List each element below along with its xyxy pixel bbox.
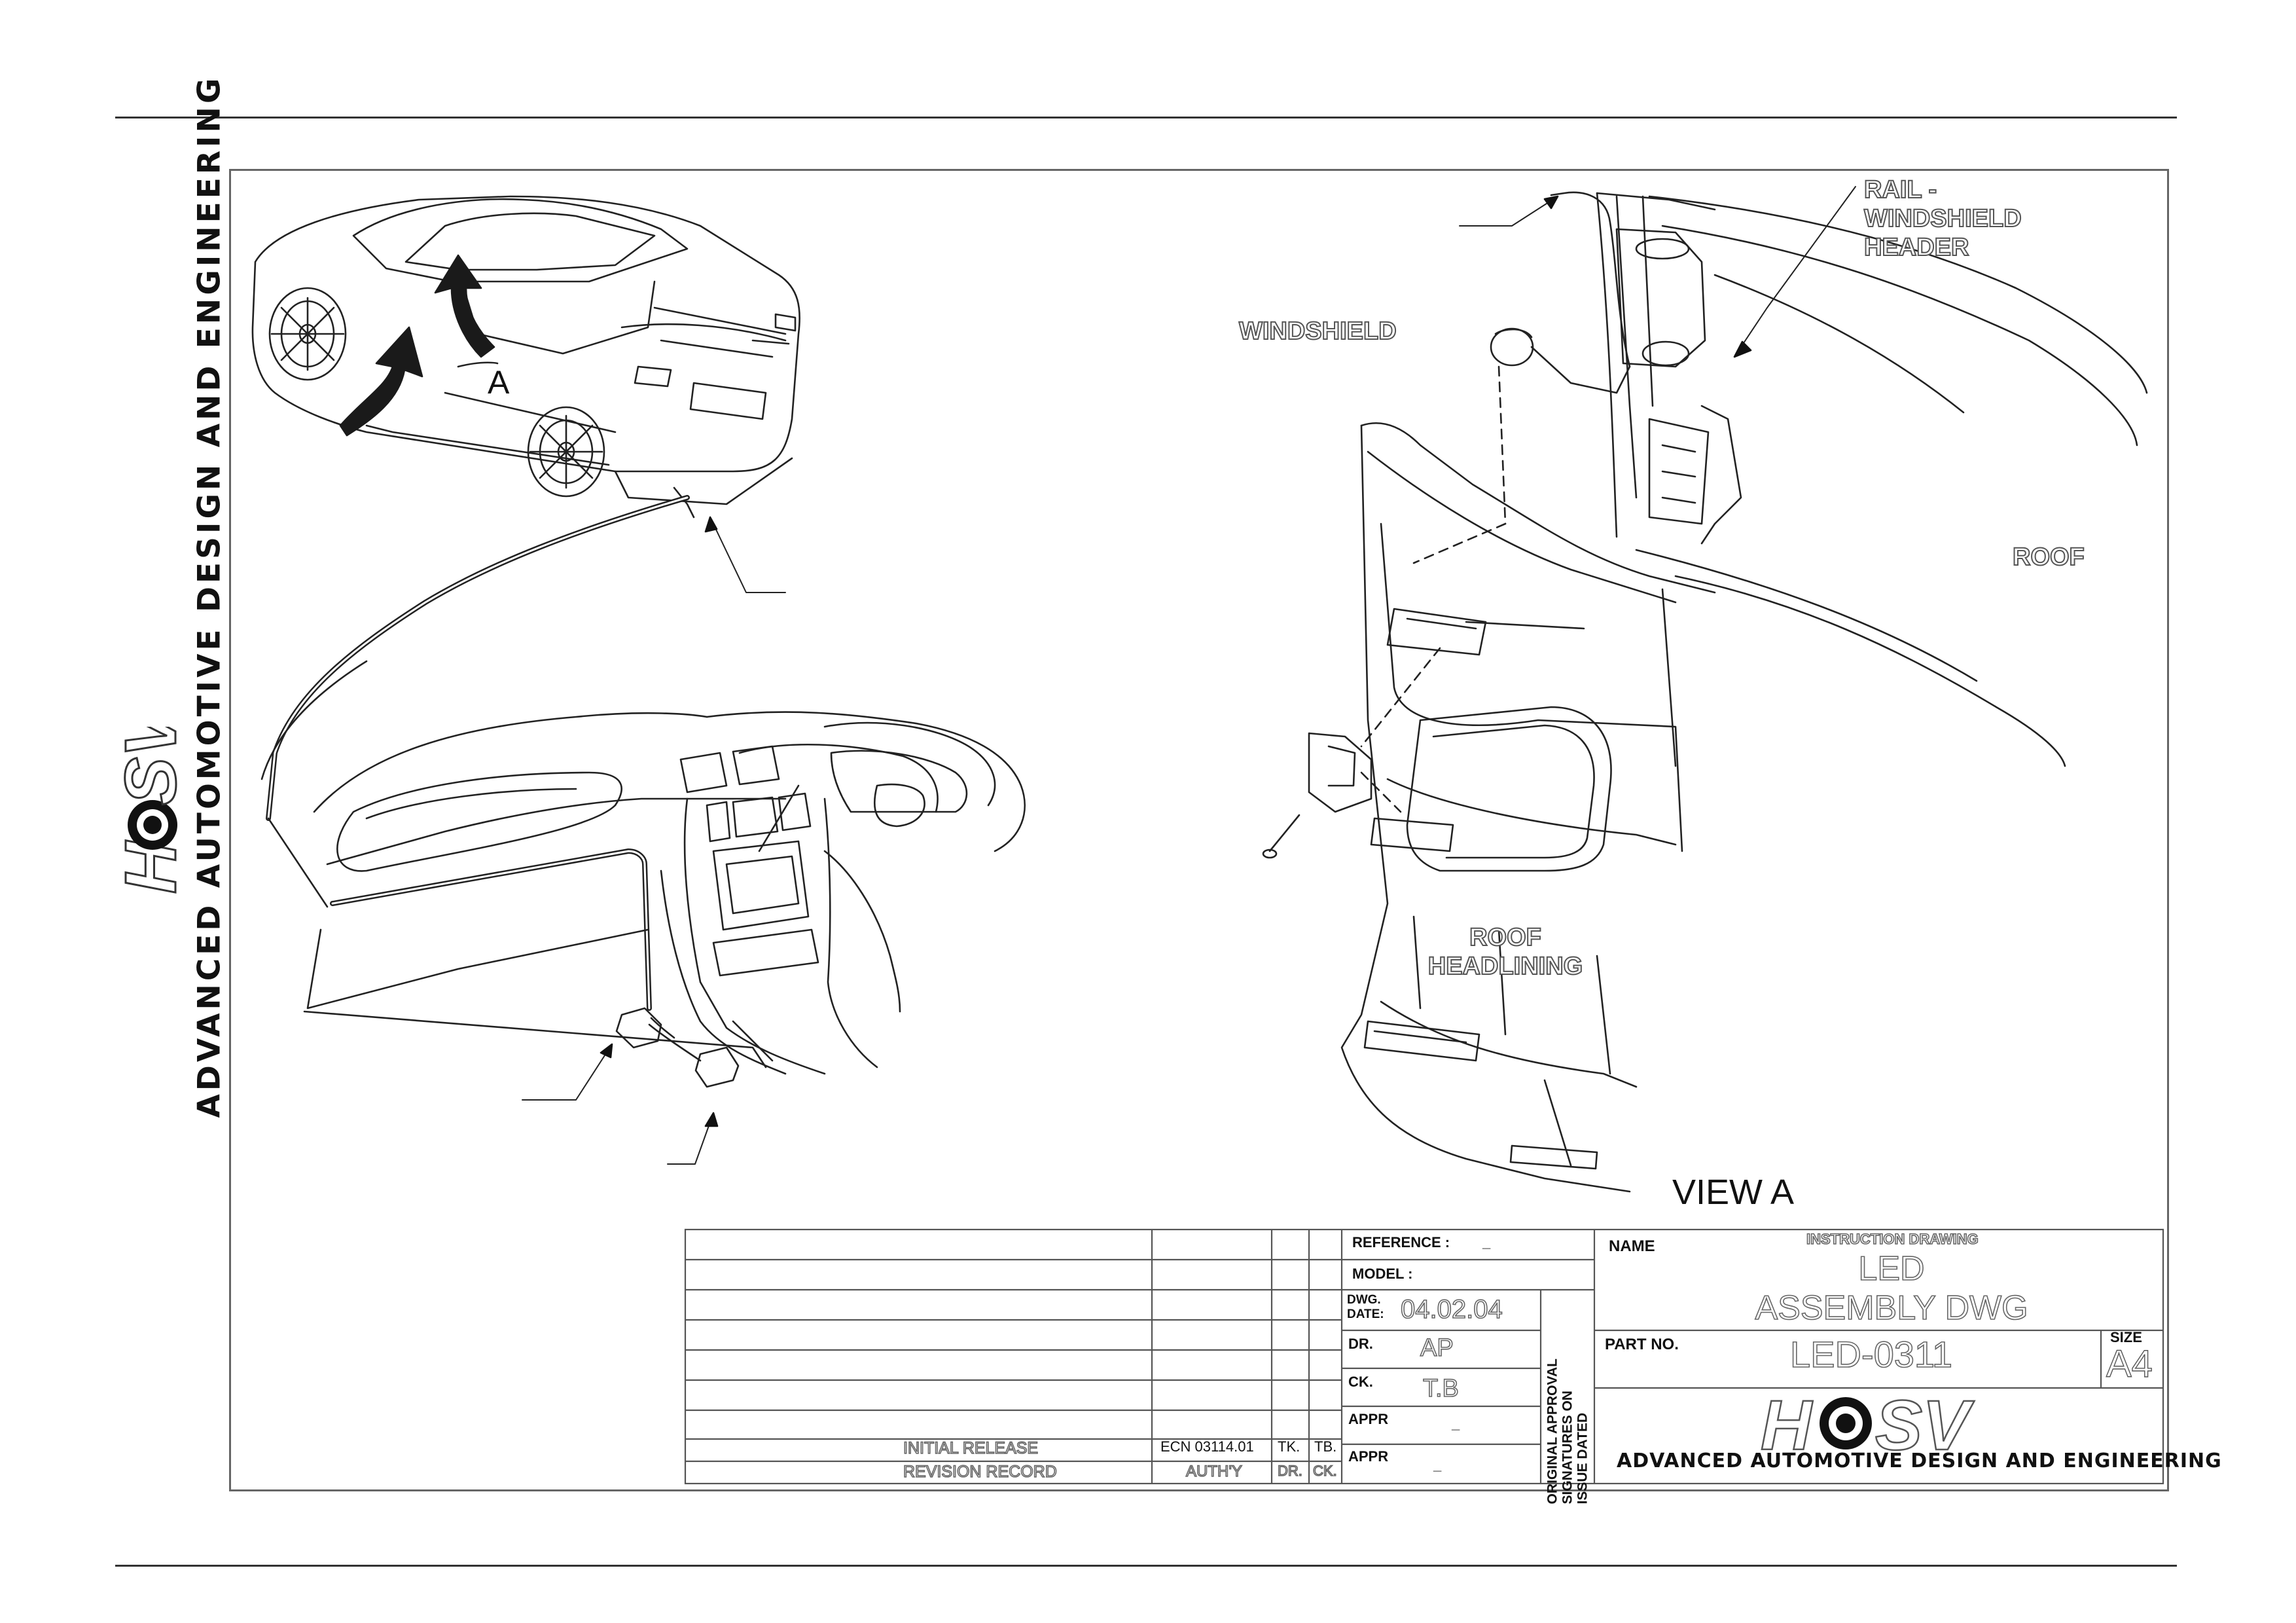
callout-rail-line-2: WINDSHIELD xyxy=(1863,204,2022,233)
model-label: MODEL : xyxy=(1352,1266,1413,1282)
ck-value: T.B xyxy=(1422,1374,1460,1403)
dwg-date-label-line-2: DATE: xyxy=(1347,1307,1384,1321)
approval-note: ORIGINAL APPROVAL SIGNATURES ON ISSUE DA… xyxy=(1545,1315,1590,1504)
dwg-date-value: 04.02.04 xyxy=(1400,1294,1503,1324)
dwg-date-label-line-1: DWG. xyxy=(1347,1293,1381,1307)
ck-label: CK. xyxy=(1348,1374,1373,1390)
drawing-name-line-2: ASSEMBLY DWG xyxy=(1755,1288,2029,1328)
callout-rail-windshield-header: RAIL - WINDSHIELD HEADER xyxy=(1863,175,2022,262)
sidebar-hsv-logo: H SV xyxy=(123,727,192,895)
view-a-label: VIEW A xyxy=(1672,1173,1795,1212)
drawing-frame xyxy=(229,169,2169,1491)
bottom-rule xyxy=(115,1565,2177,1567)
part-no-label: PART NO. xyxy=(1605,1336,1679,1353)
revision-auth-header: AUTH'Y xyxy=(1185,1462,1243,1481)
svg-text:SV: SV xyxy=(1875,1389,1975,1461)
size-label: SIZE xyxy=(2110,1329,2142,1345)
revision-record-header: REVISION RECORD xyxy=(903,1462,1057,1482)
revision-description: INITIAL RELEASE xyxy=(903,1438,1039,1458)
drawing-name: LED ASSEMBLY DWG xyxy=(1662,1249,2121,1328)
callout-windshield: WINDSHIELD xyxy=(1238,317,1397,346)
entry-arrows xyxy=(339,254,495,437)
callout-roof: ROOF xyxy=(2012,543,2085,572)
drawing-name-line-1: LED xyxy=(1858,1249,1926,1288)
dr-label: DR. xyxy=(1348,1336,1373,1352)
callout-rail-line-3: HEADER xyxy=(1863,233,1969,262)
title-block-company: ADVANCED AUTOMOTIVE DESIGN AND ENGINEERI… xyxy=(1617,1450,2222,1472)
callout-rail-line-1: RAIL - xyxy=(1863,175,1937,204)
detail-marker-a: A xyxy=(488,364,510,401)
callout-roof-headlining-line-1: ROOF xyxy=(1469,923,1542,952)
title-block-hsv-logo: H SV xyxy=(1761,1389,1975,1461)
approval-note-line-2: SIGNATURES ON xyxy=(1560,1391,1575,1504)
callout-roof-headlining-line-2: HEADLINING xyxy=(1427,952,1583,981)
svg-text:SV: SV xyxy=(123,727,191,805)
approval-note-line-1: ORIGINAL APPROVAL xyxy=(1545,1359,1560,1504)
part-no-value: LED-0311 xyxy=(1789,1333,1953,1376)
dr-value: AP xyxy=(1420,1334,1454,1362)
car-illustration xyxy=(251,195,800,519)
appr-value-1: _ xyxy=(1452,1415,1460,1432)
revision-dr-header: DR. xyxy=(1277,1462,1302,1480)
reference-value: _ xyxy=(1482,1234,1491,1250)
appr-label-2: APPR xyxy=(1348,1448,1389,1465)
top-rule xyxy=(115,117,2177,119)
appr-label-1: APPR xyxy=(1348,1411,1389,1427)
approval-note-line-3: ISSUE DATED xyxy=(1575,1412,1590,1504)
leader-lines-left xyxy=(522,517,786,1165)
drawing-type: INSTRUCTION DRAWING xyxy=(1806,1230,1979,1248)
dashboard-illustration xyxy=(260,495,1026,1088)
appr-value-2: _ xyxy=(1433,1457,1442,1473)
dwg-date-label: DWG. DATE: xyxy=(1347,1293,1384,1322)
callout-roof-headlining: ROOF HEADLINING xyxy=(1401,923,1610,981)
svg-text:H: H xyxy=(1761,1389,1813,1461)
reference-label: REFERENCE : xyxy=(1352,1234,1450,1250)
leader-lines-right xyxy=(1459,186,1856,357)
revision-ecn: ECN 03114.01 xyxy=(1160,1438,1254,1455)
revision-ck: TB. xyxy=(1314,1438,1337,1455)
name-label: NAME xyxy=(1609,1237,1655,1255)
revision-ck-header: CK. xyxy=(1312,1462,1337,1480)
view-a-illustration xyxy=(1262,191,2148,1193)
size-value: A4 xyxy=(2106,1342,2153,1385)
revision-dr: TK. xyxy=(1278,1438,1300,1455)
